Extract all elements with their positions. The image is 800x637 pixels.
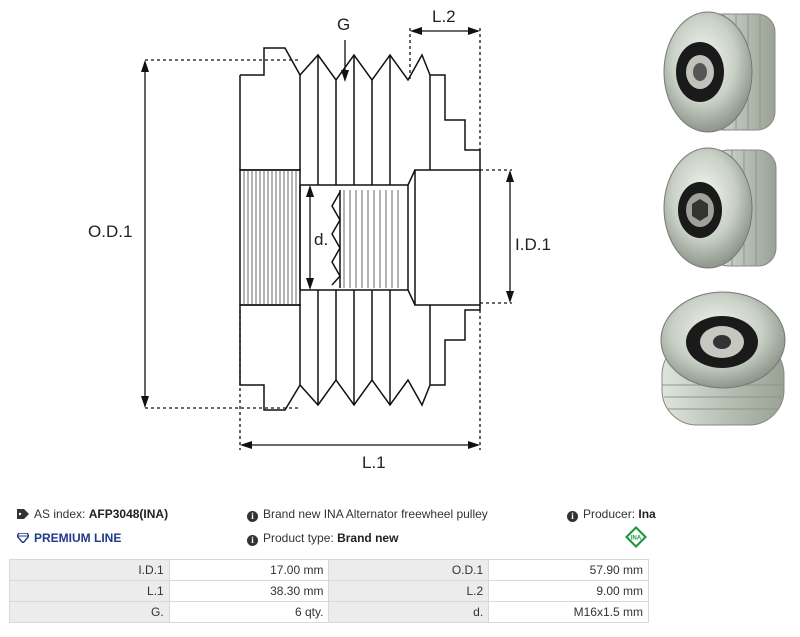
- ina-logo: INA: [625, 526, 647, 548]
- description-text: Brand new INA Alternator freewheel pulle…: [263, 507, 488, 521]
- spec-value: 9.00 mm: [488, 580, 649, 602]
- product-type-label: Product type:: [263, 531, 334, 545]
- producer: i Producer: Ina: [567, 507, 656, 522]
- specs-table: I.D.1 17.00 mm O.D.1 57.90 mm L.1 38.30 …: [9, 559, 649, 623]
- producer-value: Ina: [638, 507, 656, 521]
- spec-value: 6 qty.: [168, 601, 330, 623]
- premium-line: PREMIUM LINE: [17, 531, 121, 545]
- spec-label: L.2: [328, 580, 490, 602]
- pulley-outline: [239, 47, 481, 411]
- producer-label: Producer:: [583, 507, 636, 521]
- dimension-lines: [141, 27, 514, 450]
- g-label: G: [337, 15, 350, 34]
- spec-label: L.1: [9, 580, 170, 602]
- spec-value: M16x1.5 mm: [488, 601, 649, 623]
- description: i Brand new INA Alternator freewheel pull…: [247, 507, 488, 522]
- tag-icon: [17, 509, 29, 519]
- l1-label: L.1: [362, 453, 386, 472]
- product-type: i Product type: Brand new: [247, 531, 398, 546]
- pulley-photo-front: [663, 11, 776, 133]
- pulley-photo-angle: [660, 291, 786, 426]
- l2-label: L.2: [432, 7, 456, 26]
- table-row: G. 6 qty. d. M16x1.5 mm: [9, 601, 649, 623]
- spec-value: 38.30 mm: [168, 580, 330, 602]
- spec-label: O.D.1: [328, 559, 490, 581]
- info-icon: i: [247, 511, 258, 522]
- as-index-value: AFP3048(INA): [88, 507, 169, 521]
- d-label: d.: [314, 230, 328, 249]
- spec-label: d.: [328, 601, 490, 623]
- spline-hatching: [243, 170, 399, 305]
- spec-label: I.D.1: [9, 559, 170, 581]
- technical-drawing: O.D.1 I.D.1 L.1 L.2 G d.: [88, 7, 786, 472]
- as-index-label: AS index:: [34, 507, 86, 521]
- od1-label: O.D.1: [88, 222, 132, 241]
- diamond-icon: [17, 533, 29, 543]
- svg-text:INA: INA: [631, 536, 642, 542]
- spec-value: 17.00 mm: [168, 559, 330, 581]
- table-row: L.1 38.30 mm L.2 9.00 mm: [9, 580, 649, 602]
- info-icon: i: [567, 511, 578, 522]
- spec-label: G.: [9, 601, 170, 623]
- premium-line-label: PREMIUM LINE: [34, 531, 122, 545]
- spec-value: 57.90 mm: [488, 559, 649, 581]
- product-type-value: Brand new: [337, 531, 399, 545]
- pulley-photo-hex-side: [663, 147, 777, 269]
- info-icon: i: [247, 535, 258, 546]
- table-row: I.D.1 17.00 mm O.D.1 57.90 mm: [9, 559, 649, 581]
- as-index: AS index: AFP3048(INA): [17, 507, 168, 521]
- id1-label: I.D.1: [515, 235, 551, 254]
